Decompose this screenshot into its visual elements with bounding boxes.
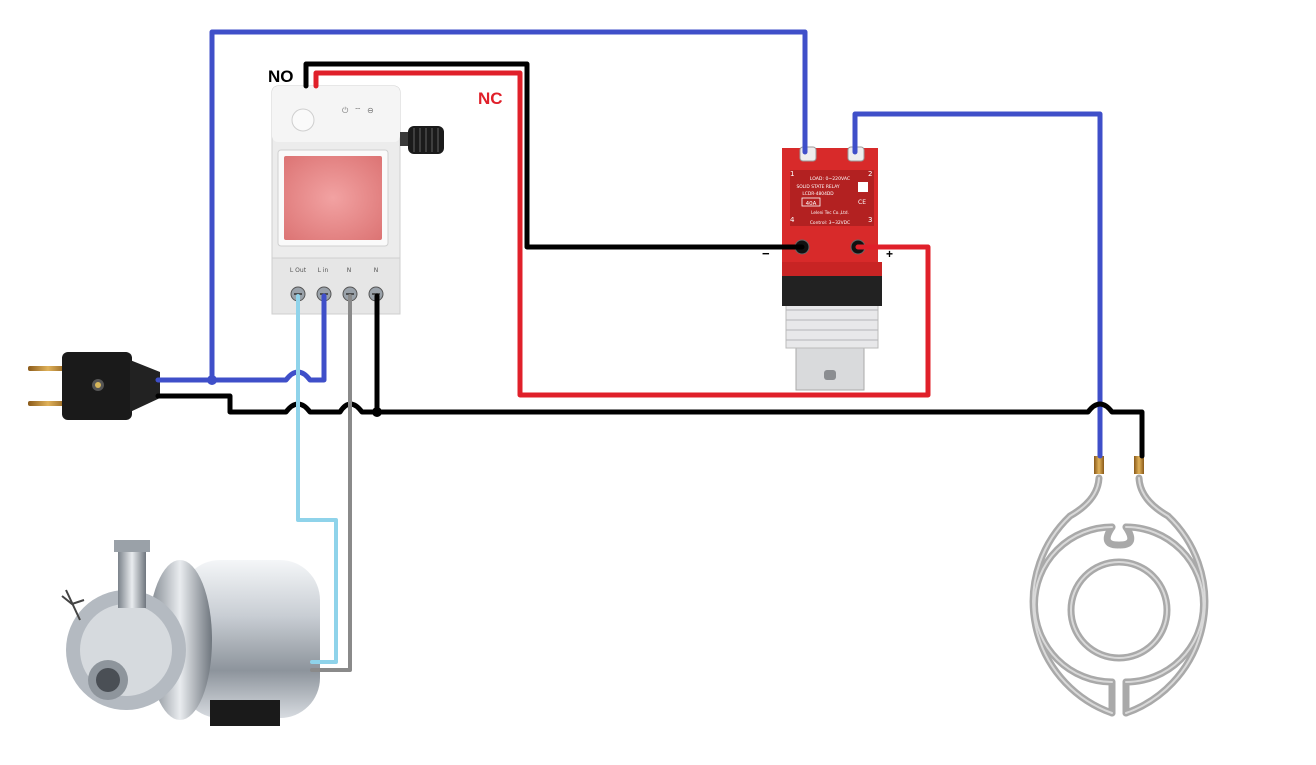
relay-pin-2: 2 [868, 170, 872, 178]
relay-pin-3: 3 [868, 216, 872, 224]
terminal-label-n-1: N [347, 267, 352, 274]
relay-maker-text: Leleni Tec Co.,Ltd. [811, 210, 849, 215]
neutral-wire-main [155, 393, 1145, 459]
pump-neutral-wire [310, 294, 352, 672]
relay-plus-label: + [886, 247, 893, 261]
knob-icon [400, 126, 444, 154]
relay-model-text: LCDR-4804DD [802, 191, 834, 197]
nc-wire [313, 70, 931, 398]
meter-icon: ⏻ ⌔ ⊖ L Out L in N N [271, 85, 401, 315]
junction-dot-neutral [372, 407, 382, 417]
relay-type-text: SOLID STATE RELAY [796, 184, 839, 190]
live-wire-to-relay [209, 29, 808, 383]
relay-control-text: Control: 3~32VDC [810, 220, 850, 226]
relay-pin-1: 1 [790, 170, 794, 178]
relay-ce-mark: CE [858, 199, 866, 206]
svg-text:⏻: ⏻ [342, 106, 349, 115]
terminal-label-l-in: L in [318, 267, 329, 274]
terminal-label-l-out: L Out [290, 267, 307, 274]
live-wire-to-heater [852, 111, 1103, 459]
pump-icon [61, 540, 320, 726]
svg-text:⊖: ⊖ [367, 106, 374, 115]
nc-label: NC [478, 89, 503, 108]
svg-text:⌔: ⌔ [354, 106, 362, 115]
relay-rating-text: 40A [806, 201, 817, 207]
heater-element-icon [1029, 456, 1209, 717]
no-label: NO [268, 67, 294, 86]
plug-icon [28, 352, 160, 420]
relay-minus-label: − [762, 246, 770, 261]
pump-live-wire [296, 294, 338, 664]
terminal-label-n-2: N [374, 267, 379, 274]
relay-icon: 1 2 LOAD: 0~220VAC SOLID STATE RELAY LCD… [782, 146, 882, 391]
relay-pin-4: 4 [790, 216, 795, 224]
relay-load-text: LOAD: 0~220VAC [810, 176, 850, 182]
junction-dot-live [207, 375, 217, 385]
no-wire [303, 61, 805, 250]
